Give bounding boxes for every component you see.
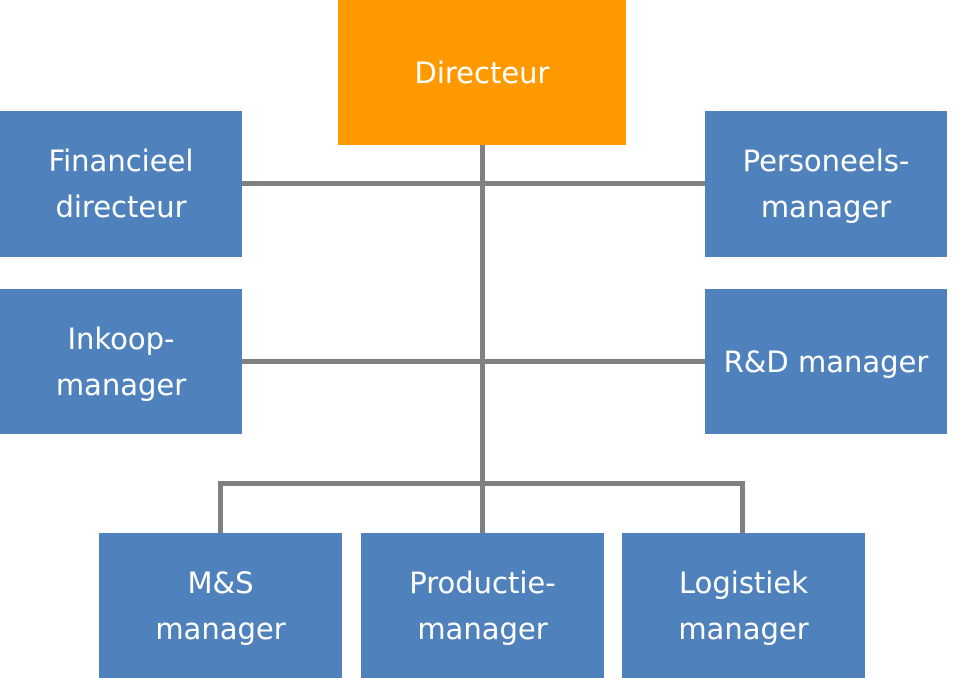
node-director: Directeur bbox=[338, 0, 626, 145]
node-rnd: R&D manager bbox=[705, 289, 947, 434]
node-ms: M&S manager bbox=[99, 533, 342, 678]
connector-main-vertical bbox=[480, 145, 485, 485]
node-logistics: Logistiek manager bbox=[622, 533, 865, 678]
connector-to-ms bbox=[218, 481, 223, 533]
connector-to-logistics bbox=[740, 481, 745, 533]
connector-to-production bbox=[480, 481, 485, 533]
node-hr: Personeels- manager bbox=[705, 111, 947, 257]
connector-row2 bbox=[242, 359, 705, 364]
node-production: Productie- manager bbox=[361, 533, 604, 678]
connector-row1 bbox=[242, 181, 705, 186]
node-finance: Financieel directeur bbox=[0, 111, 242, 257]
node-purchasing: Inkoop- manager bbox=[0, 289, 242, 434]
